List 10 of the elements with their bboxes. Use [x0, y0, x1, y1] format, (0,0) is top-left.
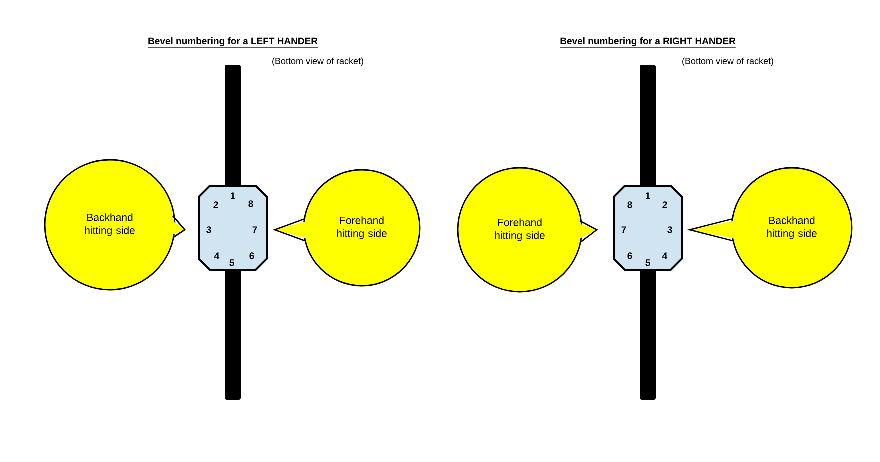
speech-bubble: Forehand hitting side	[272, 169, 421, 287]
heading: Bevel numbering for a LEFT HANDER	[148, 38, 318, 48]
racket-grip-drawing: 1 2 8 3 7 4 6 5	[198, 65, 268, 400]
speech-bubble: Backhand hitting side	[687, 167, 853, 289]
heading: Bevel numbering for a RIGHT HANDER	[560, 38, 736, 48]
note: (Bottom view of racket)	[682, 58, 774, 66]
note: (Bottom view of racket)	[272, 58, 364, 66]
racket-grip-drawing: 1 8 2 7 3 6 4 5	[613, 65, 683, 400]
speech-bubble: Forehand hitting side	[457, 167, 598, 293]
speech-bubble: Backhand hitting side	[44, 159, 186, 291]
